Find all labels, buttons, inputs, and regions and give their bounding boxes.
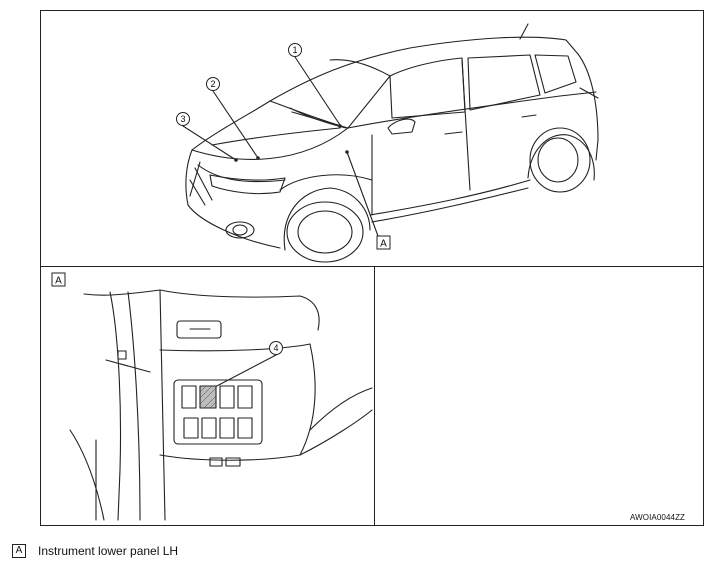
highlighted-switch-hatch bbox=[199, 385, 217, 409]
vehicle-illustration bbox=[185, 23, 599, 263]
callout-A-label-car: A bbox=[380, 239, 387, 250]
callout-A-box-panel bbox=[51, 272, 66, 287]
figure-code: AWOIA0044ZZ bbox=[630, 513, 686, 522]
callout-2-label: 2 bbox=[210, 79, 215, 89]
legend-item: A Instrument lower panel LH bbox=[12, 544, 178, 558]
callout-1-label: 1 bbox=[292, 45, 297, 55]
panel-divider-vertical bbox=[374, 266, 375, 526]
legend-text: Instrument lower panel LH bbox=[38, 544, 179, 558]
instrument-panel-illustration bbox=[69, 289, 373, 521]
callout-2-circle bbox=[206, 77, 220, 91]
callout-3-label: 3 bbox=[180, 114, 185, 124]
callout-A-label-panel: A bbox=[55, 276, 62, 287]
diagram-frame bbox=[40, 10, 704, 526]
callout-3-circle bbox=[176, 112, 190, 126]
callout-A-box-car bbox=[376, 235, 391, 250]
callout-leaders bbox=[182, 56, 379, 389]
callout-4-circle bbox=[269, 341, 283, 355]
panel-divider-horizontal bbox=[40, 266, 704, 267]
callout-1-circle bbox=[288, 43, 302, 57]
callout-4-label: 4 bbox=[273, 343, 278, 353]
legend-key-box: A bbox=[12, 544, 26, 558]
